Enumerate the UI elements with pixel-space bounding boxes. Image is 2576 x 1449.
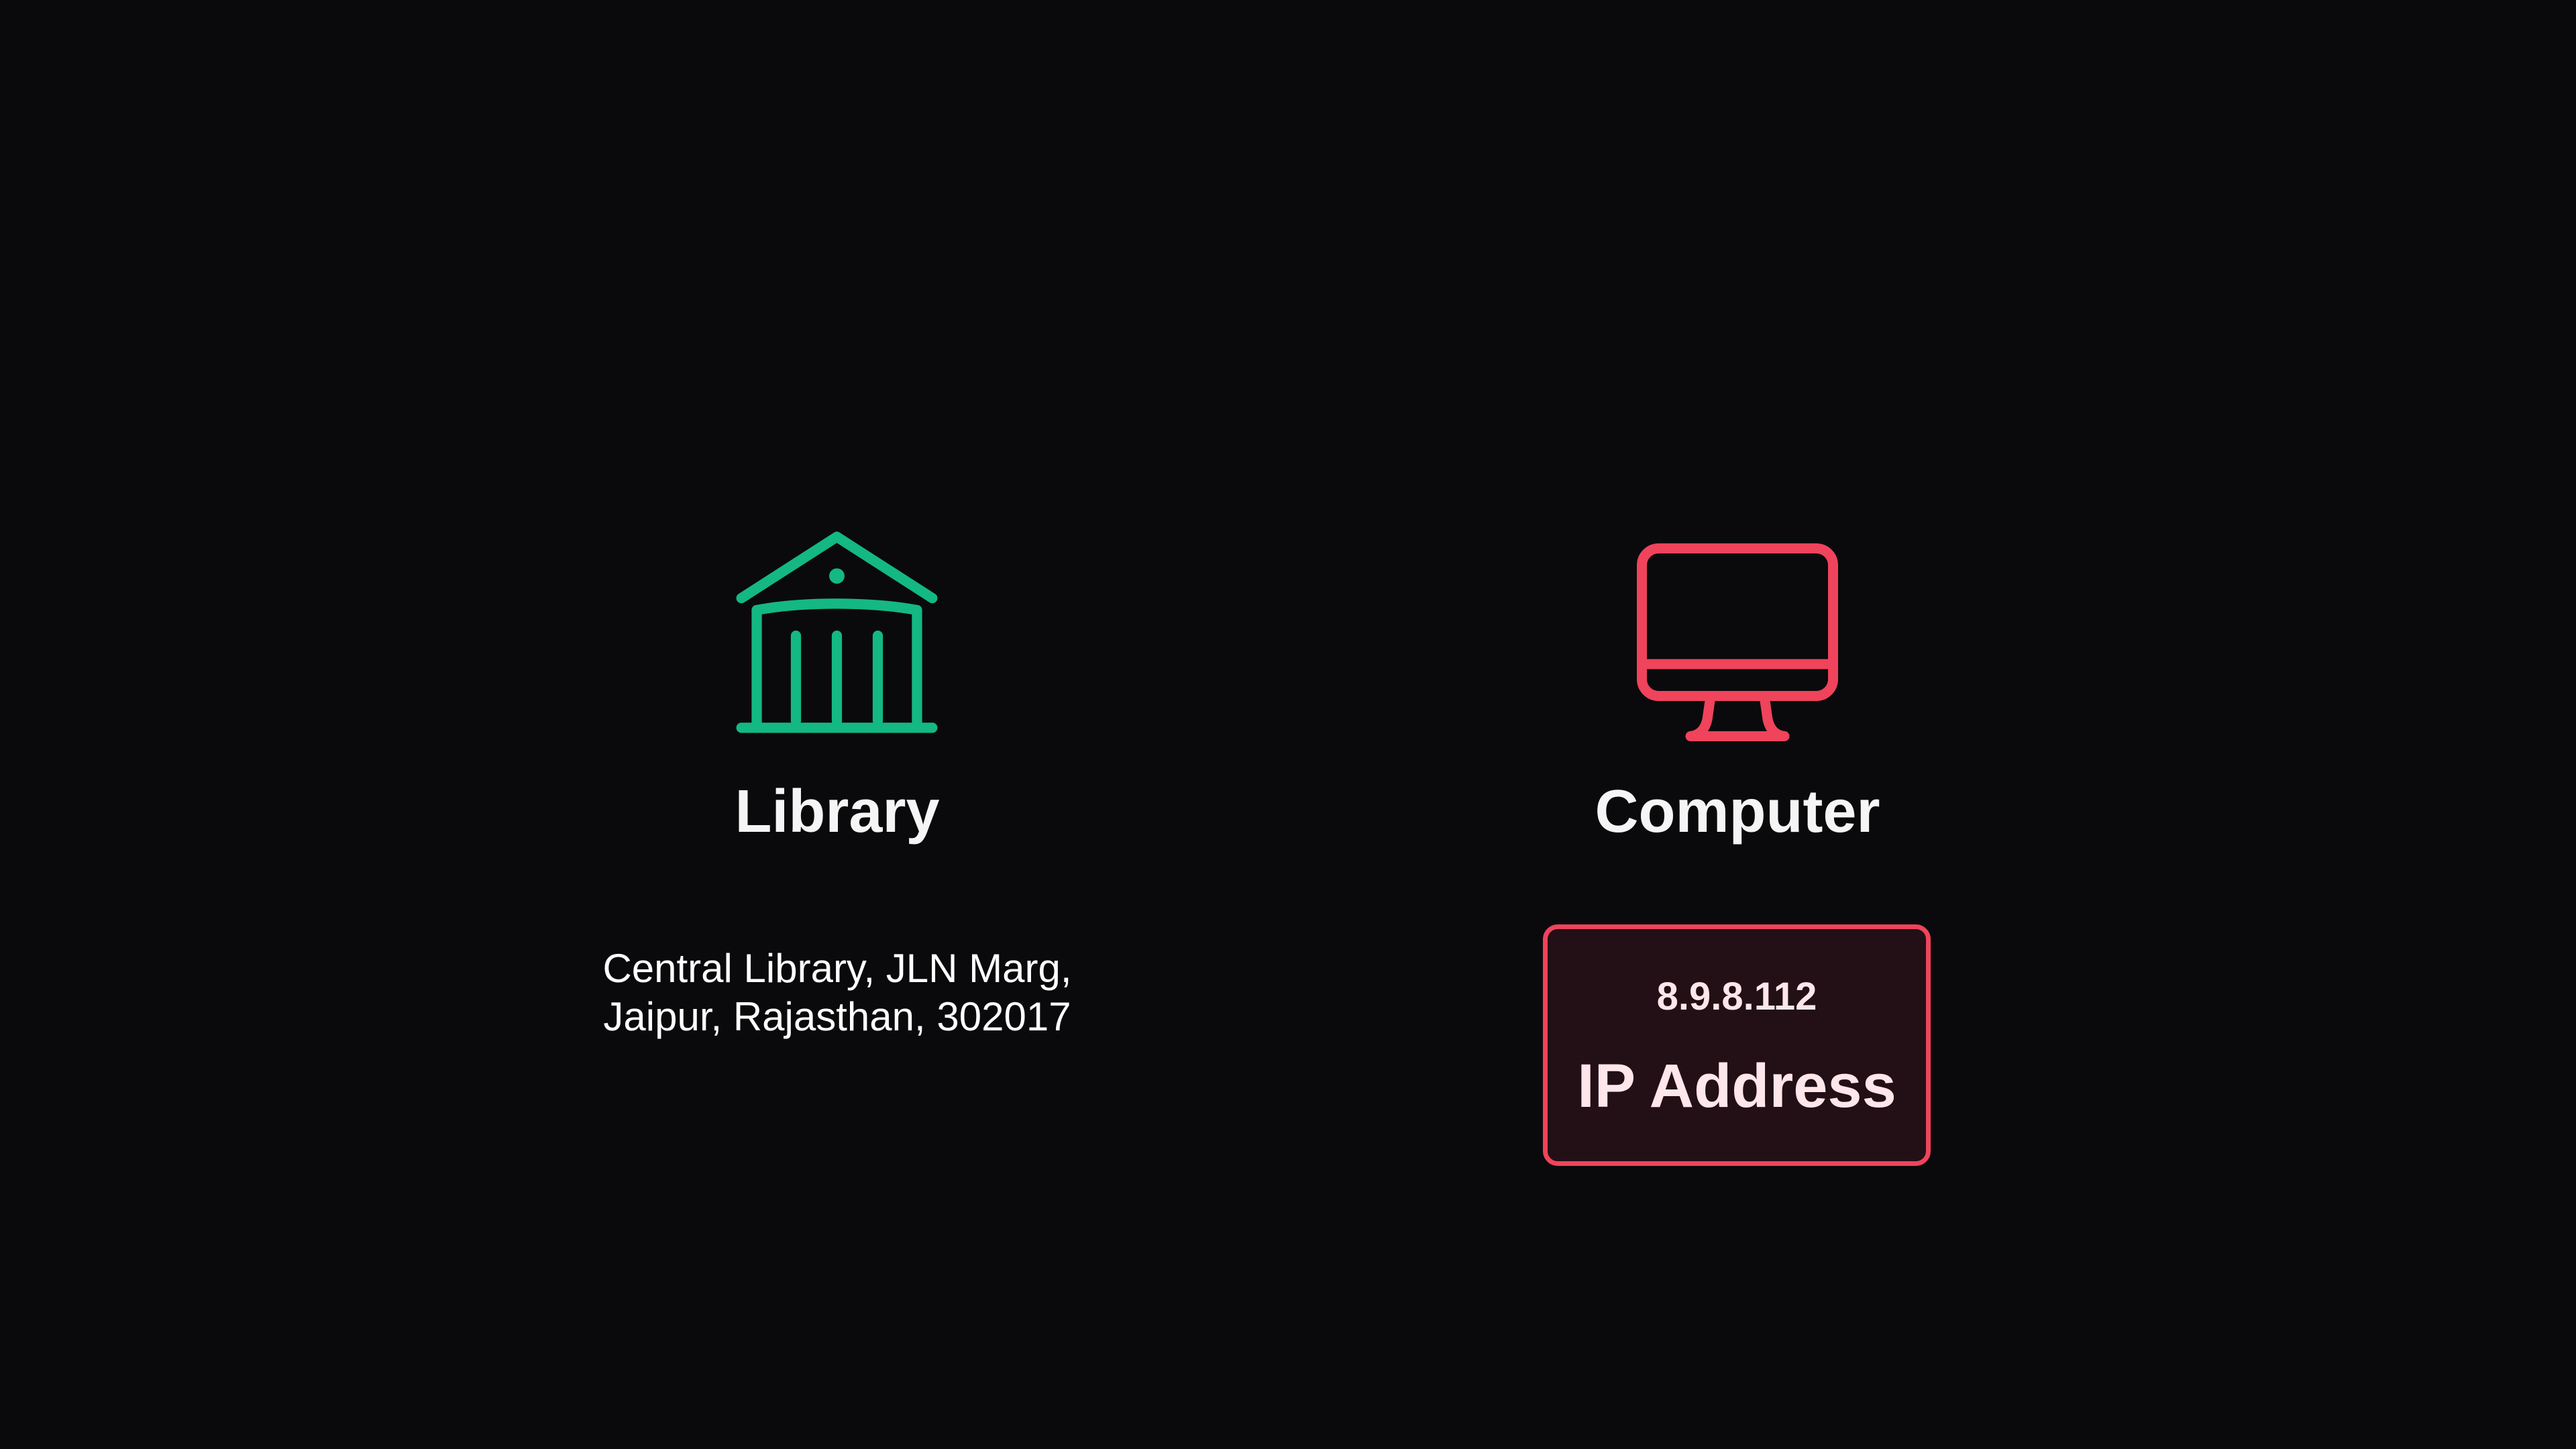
address-line-2: Jaipur, Rajasthan, 302017 — [603, 994, 1071, 1039]
computer-label: Computer — [1595, 778, 1880, 845]
ip-address-value: 8.9.8.112 — [1656, 975, 1817, 1018]
ip-address-card: 8.9.8.112 IP Address — [1543, 924, 1931, 1166]
library-address: Central Library, JLN Marg, Jaipur, Rajas… — [502, 945, 1173, 1041]
library-building-icon — [731, 530, 943, 735]
library-label: Library — [735, 778, 940, 845]
desktop-monitor-icon — [1637, 543, 1838, 745]
address-line-1: Central Library, JLN Marg, — [602, 946, 1072, 991]
ip-address-label: IP Address — [1577, 1052, 1896, 1120]
